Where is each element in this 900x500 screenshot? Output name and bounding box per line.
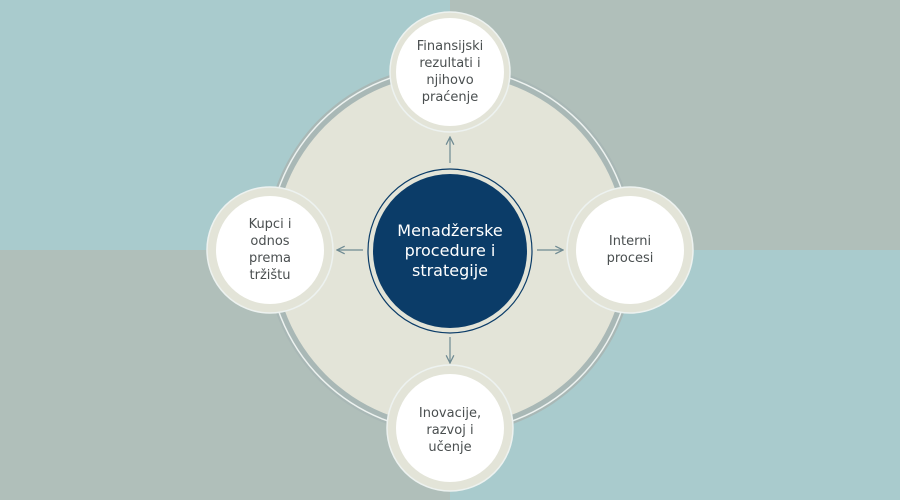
center-label-line-2: procedure i <box>404 241 496 260</box>
node-left-label: Kupci i odnos prema tržištu <box>220 200 320 300</box>
center-outer-ring <box>367 168 533 334</box>
center-label-line-3: strategije <box>411 261 488 280</box>
node-right-circle <box>576 196 684 304</box>
node-left-label-line-1: Kupci i <box>248 217 292 232</box>
node-top-circle <box>396 18 504 126</box>
node-top-label-line-3: njihovo <box>426 73 474 88</box>
node-top-label-line-1: Finansijski <box>416 39 484 54</box>
node-bottom-label-line-1: Inovacije, <box>418 405 482 421</box>
node-bottom-label-line-2: razvoj i <box>426 422 474 438</box>
node-top-label-line-4: praćenje <box>421 90 479 105</box>
node-right-label: Interni procesi <box>580 200 680 300</box>
node-bottom-label: Inovacije, razvoj i učenje <box>400 380 500 480</box>
node-left-label-line-4: tržištu <box>249 268 291 283</box>
node-right-label-line-1: Interni <box>608 234 652 249</box>
node-left-circle <box>216 196 324 304</box>
center-circle <box>373 174 527 328</box>
node-top-label-line-2: rezultati i <box>419 56 481 71</box>
node-top-label: Finansijski rezultati i njihovo praćenje <box>400 22 500 122</box>
node-bottom-circle <box>396 374 504 482</box>
node-left-label-line-2: odnos <box>250 234 290 249</box>
node-right-label-line-2: procesi <box>606 251 654 266</box>
center-label-line-1: Menadžerske <box>397 221 503 240</box>
node-left-label-line-3: prema <box>249 251 291 266</box>
node-bottom-label-line-3: učenje <box>428 439 472 455</box>
center-label: Menadžerske procedure i strategije <box>375 176 525 326</box>
